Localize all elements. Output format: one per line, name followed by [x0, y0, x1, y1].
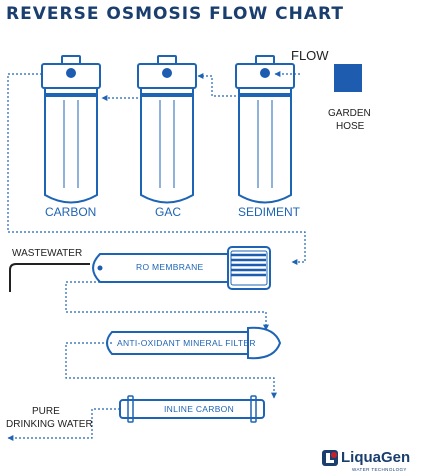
ro-membrane-coils [231, 253, 266, 277]
garden-hose-label-line1: GARDEN [328, 108, 371, 119]
connector-sediment-gac [197, 73, 236, 97]
gac-inlet-dot [162, 68, 172, 78]
chart-title: REVERSE OSMOSIS FLOW CHART [6, 4, 344, 24]
ro-membrane [92, 246, 271, 290]
flow-label: FLOW [291, 48, 329, 63]
inline-carbon-label: INLINE CARBON [164, 404, 235, 414]
brand-name: LiquaGen [341, 449, 411, 466]
mineral-filter [106, 326, 282, 360]
carbon-label: CARBON [45, 205, 97, 219]
pipe-mineral-to-inline [65, 342, 277, 399]
gac-filter [137, 55, 197, 204]
ro-end-cap [97, 265, 103, 271]
sediment-inlet-dot [260, 68, 270, 78]
wastewater-pipe [9, 263, 90, 292]
sediment-filter [235, 55, 295, 204]
output-label-line2: DRINKING WATER [6, 419, 93, 430]
brand-tagline: WATER TECHNOLOGY [352, 467, 407, 472]
gac-label: GAC [155, 205, 182, 219]
garden-hose-block [334, 64, 362, 92]
carbon-filter [41, 55, 101, 204]
pipe-carbon-to-ro [7, 73, 306, 265]
garden-hose-label-line2: HOSE [336, 121, 365, 132]
sediment-label: SEDIMENT [238, 205, 301, 219]
ro-membrane-label: RO MEMBRANE [136, 262, 204, 272]
output-label-line1: PURE [32, 406, 60, 417]
pipe-ro-to-mineral [65, 281, 269, 331]
wastewater-label: WASTEWATER [12, 248, 83, 259]
carbon-inlet-dot [66, 68, 76, 78]
mineral-filter-label: ANTI-OXIDANT MINERAL FILTER [117, 338, 256, 348]
pipe-to-output [7, 408, 120, 441]
liquagen-logo-icon [322, 450, 338, 466]
